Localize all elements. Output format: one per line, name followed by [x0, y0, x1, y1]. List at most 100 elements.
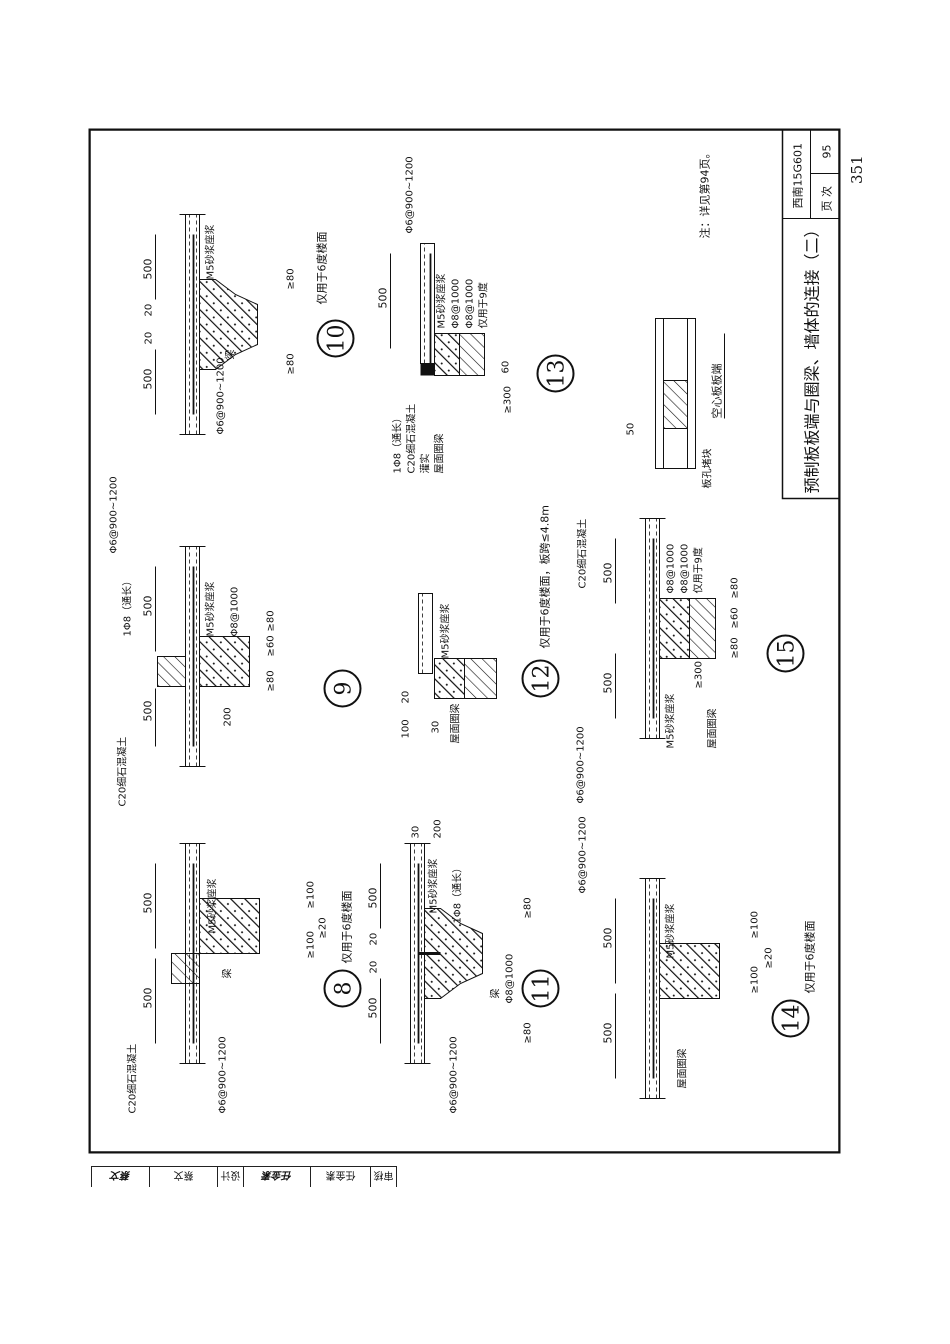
svg-text:12: 12: [529, 664, 554, 692]
note-text: 注：详见第94页。: [697, 147, 711, 238]
svg-text:≥100: ≥100: [749, 911, 760, 938]
svg-text:≥300: ≥300: [693, 661, 704, 688]
label-mortar: M5砂浆座浆: [438, 603, 451, 658]
label-beam: 梁: [220, 968, 233, 978]
svg-text:8: 8: [331, 981, 356, 995]
svg-text:500: 500: [141, 892, 154, 913]
svg-text:100: 100: [400, 719, 411, 738]
label-concrete: C20细石混凝土: [575, 518, 588, 588]
label-tie1: Φ8@1000: [665, 543, 676, 593]
detail-note: 仅用于6度楼面: [802, 920, 816, 993]
detail-10-label: 10: [316, 319, 354, 357]
svg-text:15: 15: [774, 639, 799, 667]
label-mortar: M5砂浆座浆: [205, 878, 218, 933]
detail-14-label: 14: [771, 999, 809, 1037]
detail-10: 500 500 20 20 M5砂浆座浆 梁 Φ6@900~1200 ≥80 ≥…: [141, 213, 328, 435]
svg-text:≥100: ≥100: [305, 931, 316, 958]
svg-text:14: 14: [779, 1004, 804, 1032]
svg-text:500: 500: [601, 672, 614, 693]
detail-8: 500 500 C20细石混凝土 Φ6@900~1200 M5砂浆座浆 梁 ≥1…: [125, 842, 353, 1113]
svg-text:500: 500: [601, 562, 614, 583]
svg-text:9: 9: [331, 681, 356, 695]
svg-text:≥60: ≥60: [729, 607, 740, 628]
label-beam: 屋面圈梁: [448, 703, 461, 743]
title-block: 预制板板端与圈梁、墙体的连接（二） 西南15G601 页 次 95: [781, 128, 840, 499]
detail-9: 500 500 C20细石混凝土 1Φ8（通长） M5砂浆座浆 Φ8@1000 …: [108, 476, 276, 806]
svg-text:≥60: ≥60: [265, 635, 276, 656]
label-concrete: C20细石混凝土: [404, 403, 417, 473]
label-concrete: C20细石混凝土: [125, 1043, 138, 1113]
detail-15: 500 500 C20细石混凝土 Φ8@1000 Φ8@1000 仅用于9度 M…: [575, 517, 740, 803]
label-rebar: Φ6@900~1200: [215, 357, 226, 434]
label-beam: 梁: [223, 349, 236, 359]
label-rebar: Φ6@900~1200: [577, 816, 588, 893]
label-plug: 板孔堵块: [700, 448, 713, 488]
detail-15-label: 15: [766, 634, 804, 672]
drawing-title: 预制板板端与圈梁、墙体的连接（二）: [802, 221, 821, 493]
detail-14: 500 500 屋面圈梁 M5砂浆座浆 Φ6@900~1200 ≥100 ≥10…: [577, 816, 816, 1099]
signature-row: 审核 任金素 任金素 设计 蔡文 蔡文: [91, 1166, 397, 1187]
svg-text:500: 500: [366, 887, 379, 908]
label-mortar: M5砂浆座浆: [203, 224, 216, 279]
label-rebar: Φ6@900~1200: [217, 1036, 228, 1113]
label-beam: 屋面圈梁: [675, 1048, 688, 1088]
svg-text:500: 500: [141, 368, 154, 389]
label-mortar: M5砂浆座浆: [434, 273, 447, 328]
detail-9-label: 9: [323, 669, 361, 707]
svg-text:≥300: ≥300: [502, 386, 513, 413]
page-value: 95: [820, 144, 833, 158]
svg-text:≥80: ≥80: [522, 897, 533, 918]
svg-text:20: 20: [368, 932, 379, 945]
detail-13: 500 1Φ8（通长） C20细石混凝土 灌实 屋面圈梁 M5砂浆座浆 Φ8@1…: [376, 156, 513, 473]
svg-text:30: 30: [410, 825, 421, 838]
svg-text:500: 500: [601, 1022, 614, 1043]
label-beam: 屋面圈梁: [705, 708, 718, 748]
label-tie: Φ8@1000: [504, 953, 515, 1003]
label-rebar: Φ6@900~1200: [404, 156, 415, 233]
sign-name-review: 任金素: [311, 1167, 371, 1187]
drawing-frame: [88, 128, 840, 1153]
detail-13-label: 13: [536, 354, 574, 392]
label-tie2: Φ8@1000: [464, 278, 475, 328]
label-rebar: Φ6@900~1200: [575, 726, 586, 803]
label-beam: 屋面圈梁: [432, 433, 445, 473]
label-tie1: Φ8@1000: [450, 278, 461, 328]
detail-note: 仅用于9度: [476, 282, 489, 328]
svg-text:20: 20: [143, 331, 154, 344]
svg-text:≥80: ≥80: [285, 353, 296, 374]
svg-text:30: 30: [430, 720, 441, 733]
label-fill: 灌实: [418, 453, 431, 473]
svg-text:500: 500: [141, 987, 154, 1008]
svg-text:≥80: ≥80: [285, 268, 296, 289]
svg-text:500: 500: [376, 287, 389, 308]
label-bar: 1Φ8（通长）: [121, 575, 133, 636]
svg-text:500: 500: [601, 927, 614, 948]
label-rebar: Φ6@900~1200: [108, 476, 119, 553]
label-mortar: M5砂浆座浆: [203, 581, 216, 636]
label-mortar: M5砂浆座浆: [426, 858, 439, 913]
atlas-code: 西南15G601: [791, 142, 804, 208]
svg-text:≥20: ≥20: [763, 947, 774, 968]
svg-text:≥80: ≥80: [522, 1022, 533, 1043]
svg-text:500: 500: [141, 258, 154, 279]
svg-text:≥80: ≥80: [265, 610, 276, 631]
signature-design: 蔡文: [92, 1167, 150, 1187]
detail-note: 仅用于6度楼面: [339, 890, 353, 963]
svg-text:500: 500: [366, 997, 379, 1018]
svg-text:200: 200: [432, 819, 443, 838]
detail-note: 仅用于6度楼面，板跨≤4.8m: [537, 505, 551, 648]
label-mortar: M5砂浆座浆: [663, 903, 676, 958]
hollow-slab-end-detail: 空心板板端 板孔堵块 50: [625, 317, 725, 488]
detail-8-label: 8: [323, 969, 361, 1007]
label-bar: 1Φ8（通长）: [391, 412, 403, 473]
detail-note: 仅用于6度楼面: [314, 231, 328, 304]
svg-text:20: 20: [400, 690, 411, 703]
page-label: 页 次: [819, 186, 833, 212]
svg-text:200: 200: [222, 707, 233, 726]
svg-text:13: 13: [544, 359, 569, 387]
svg-text:10: 10: [324, 324, 349, 352]
svg-text:≥100: ≥100: [305, 881, 316, 908]
label-tie: Φ8@1000: [229, 586, 240, 636]
svg-text:11: 11: [529, 974, 554, 1002]
svg-text:20: 20: [368, 960, 379, 973]
